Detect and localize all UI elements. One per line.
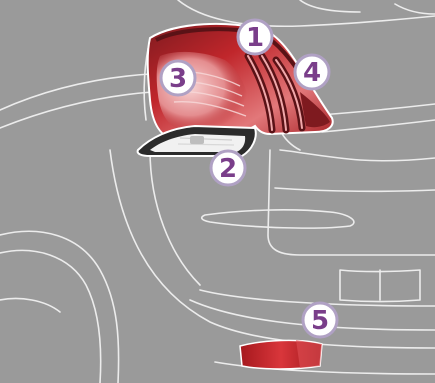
callout-2-label: 2: [219, 154, 237, 184]
callout-2: 2: [211, 151, 245, 185]
callout-4-label: 4: [303, 58, 321, 88]
callout-1-label: 1: [246, 23, 264, 53]
callout-4: 4: [295, 55, 329, 89]
callout-5-label: 5: [311, 306, 329, 336]
callout-5: 5: [303, 303, 337, 337]
callout-3: 3: [161, 61, 195, 95]
rear-fog-lamp: [240, 340, 322, 369]
callout-3-label: 3: [169, 64, 187, 94]
callout-1: 1: [238, 20, 272, 54]
